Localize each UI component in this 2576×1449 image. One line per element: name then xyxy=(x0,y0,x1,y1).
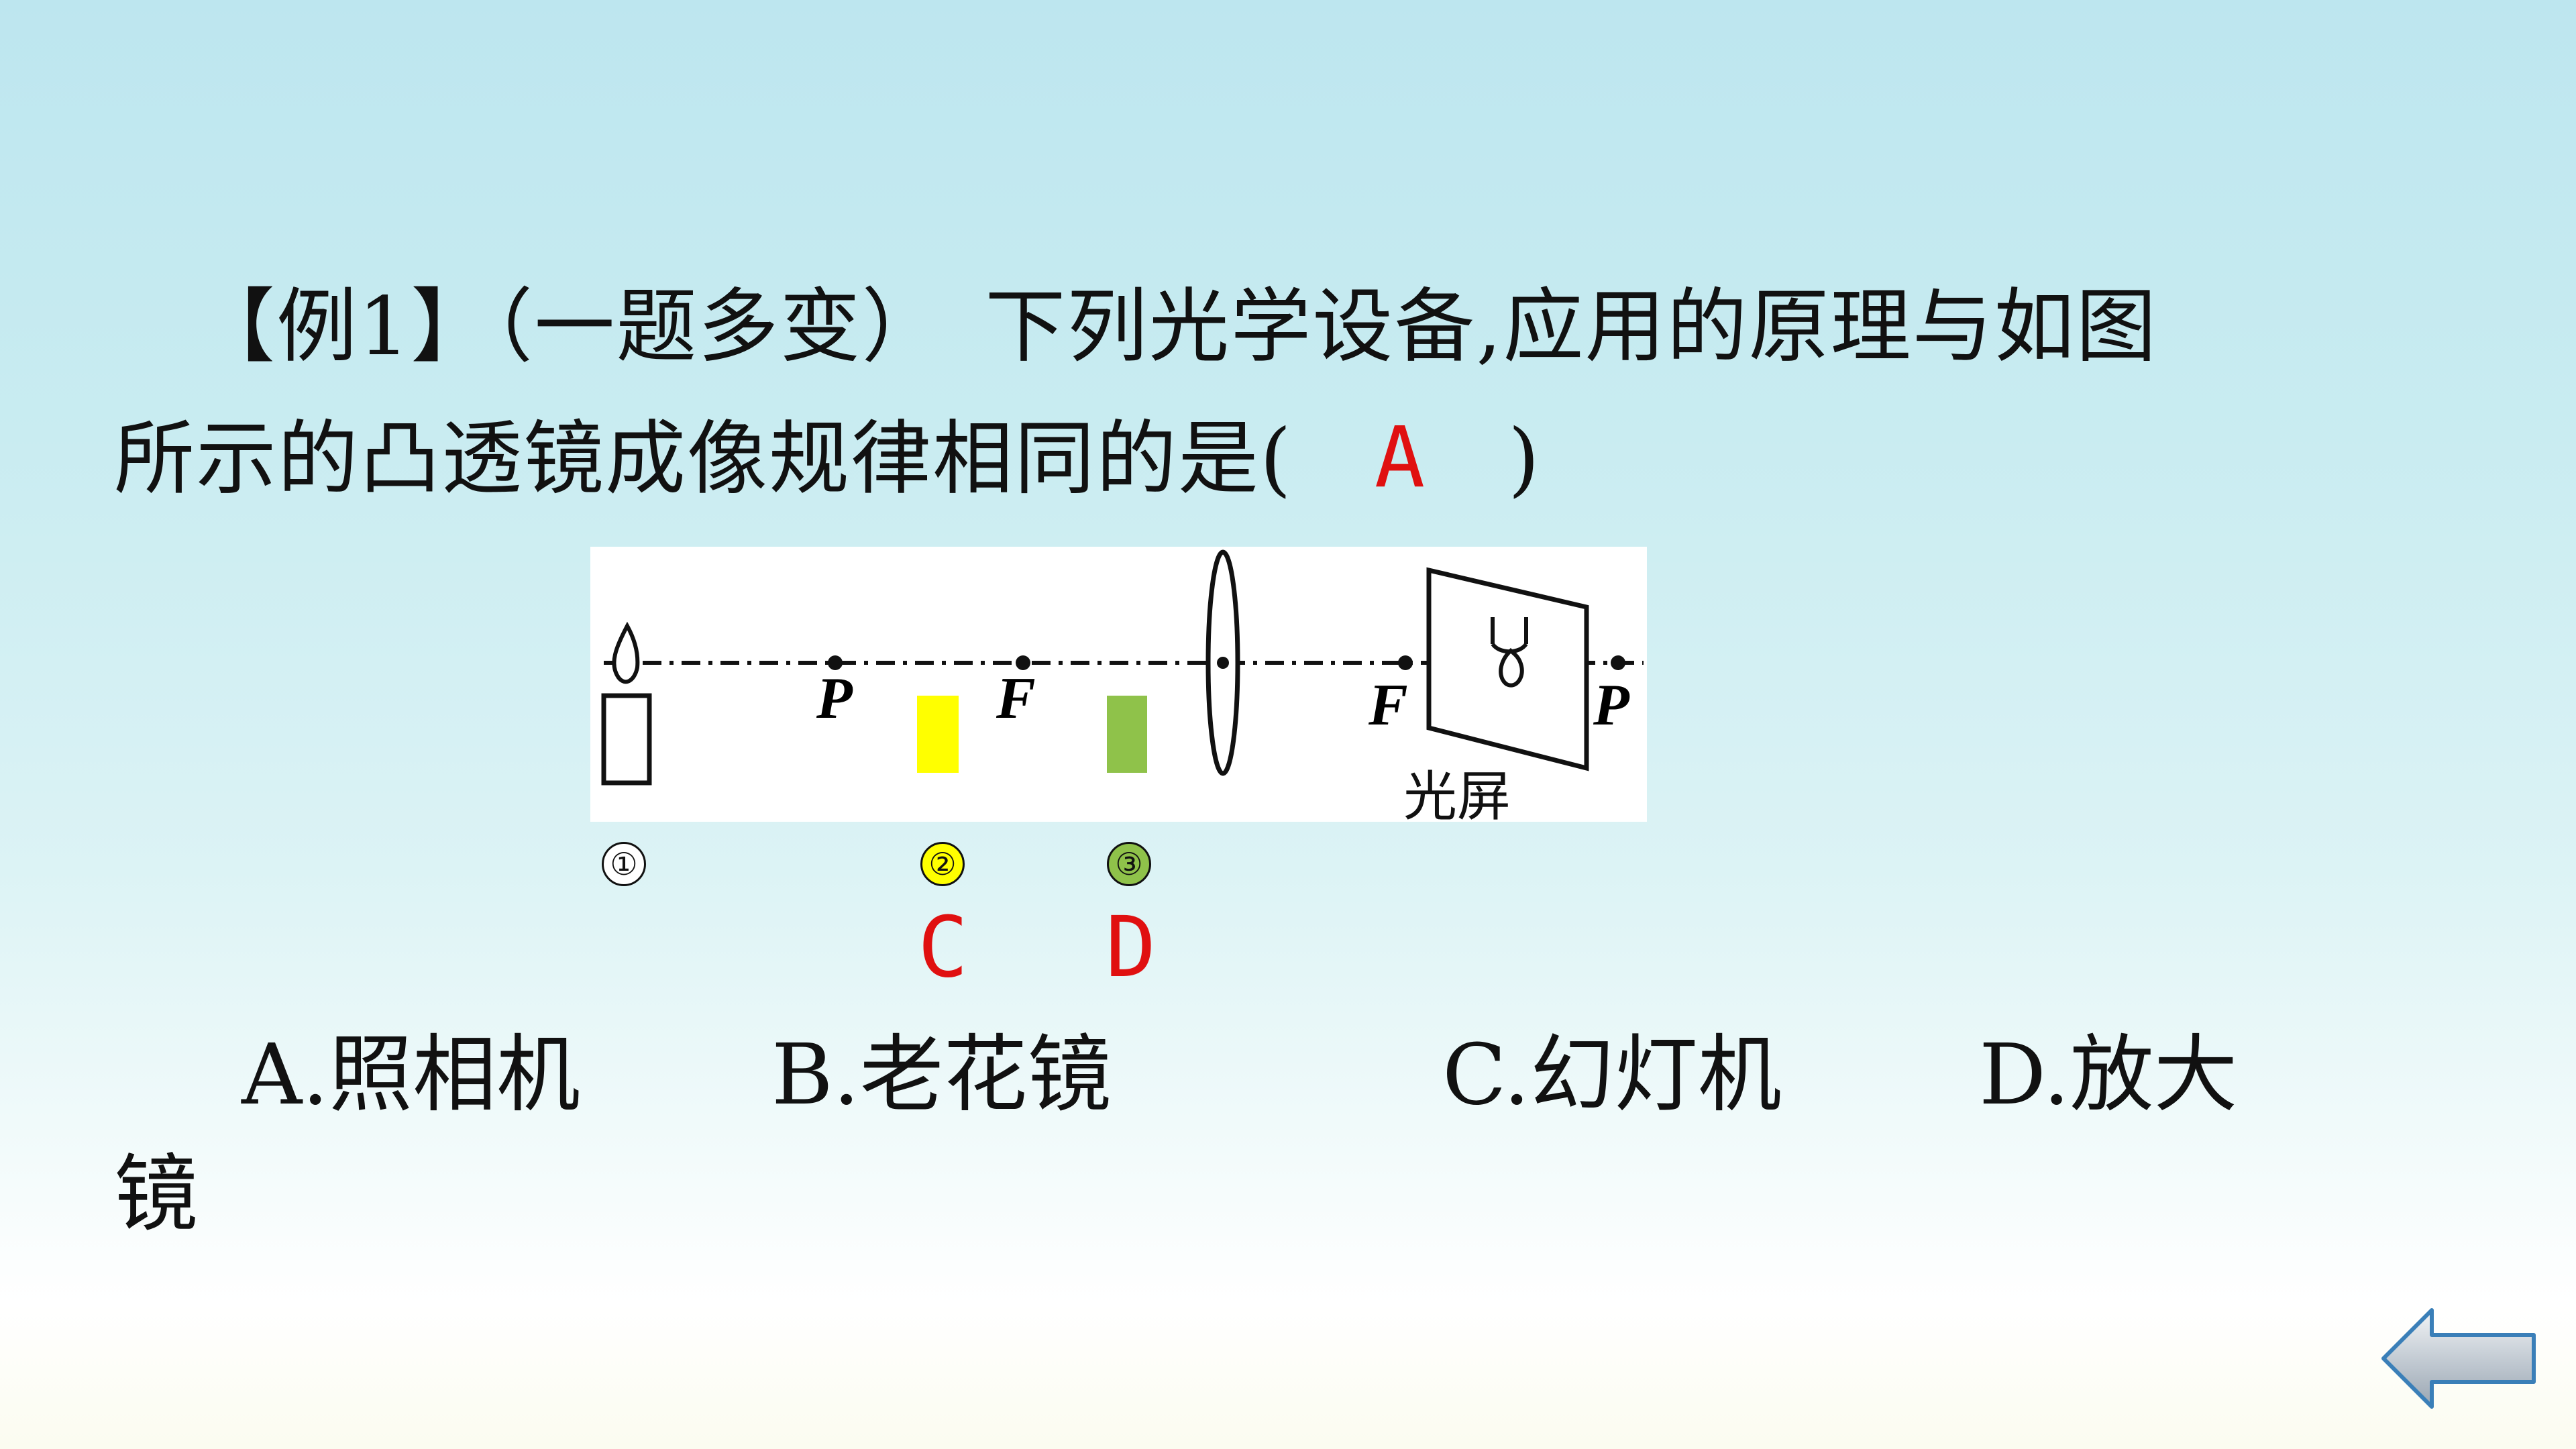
marker-2: ② xyxy=(920,842,965,886)
back-arrow-icon xyxy=(2381,1308,2536,1409)
marker-3: ③ xyxy=(1107,842,1151,886)
option-a: A.照相机 xyxy=(241,1026,581,1124)
point-p-left xyxy=(828,655,843,670)
question-line-2: 所示的凸透镜成像规律相同的是( A ) xyxy=(114,416,1541,500)
option-b: B.老花镜 xyxy=(771,1026,1112,1124)
marker-1: ① xyxy=(602,842,646,886)
option-d-continued: 镜 xyxy=(114,1146,198,1243)
marker-answer-d: D xyxy=(1106,899,1157,996)
back-button[interactable] xyxy=(2378,1305,2539,1412)
option-c: C.幻灯机 xyxy=(1442,1026,1782,1124)
question-line-1: 【例1】（一题多变） 下列光学设备,应用的原理与如图 xyxy=(195,280,2158,374)
screen-label: 光屏 xyxy=(1403,765,1511,822)
label-f-right: F xyxy=(1368,673,1408,738)
green-block xyxy=(1107,696,1147,773)
label-p-right: P xyxy=(1593,673,1630,738)
point-p-right xyxy=(1611,655,1625,670)
label-p-left: P xyxy=(816,666,853,731)
label-f-left: F xyxy=(996,666,1036,731)
yellow-block xyxy=(917,696,959,773)
option-d: D.放大 xyxy=(1979,1026,2238,1124)
question-close-paren: ) xyxy=(1426,413,1541,506)
question-text: 所示的凸透镜成像规律相同的是( xyxy=(114,413,1375,506)
candle-icon xyxy=(601,621,652,786)
screen-icon xyxy=(1426,567,1589,771)
marker-answer-c: C xyxy=(918,899,969,996)
lens-diagram: P F F P 光屏 xyxy=(590,547,1647,828)
answer-letter: A xyxy=(1374,409,1427,506)
point-f-right xyxy=(1398,655,1413,670)
point-f-left xyxy=(1016,655,1030,670)
